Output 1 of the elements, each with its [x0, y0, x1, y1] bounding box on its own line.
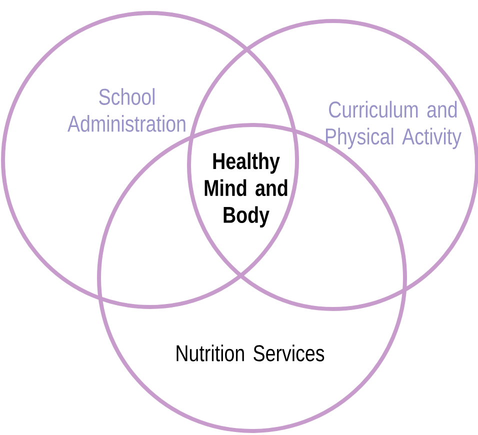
- center-label: Healthy Mind and Body: [204, 152, 288, 228]
